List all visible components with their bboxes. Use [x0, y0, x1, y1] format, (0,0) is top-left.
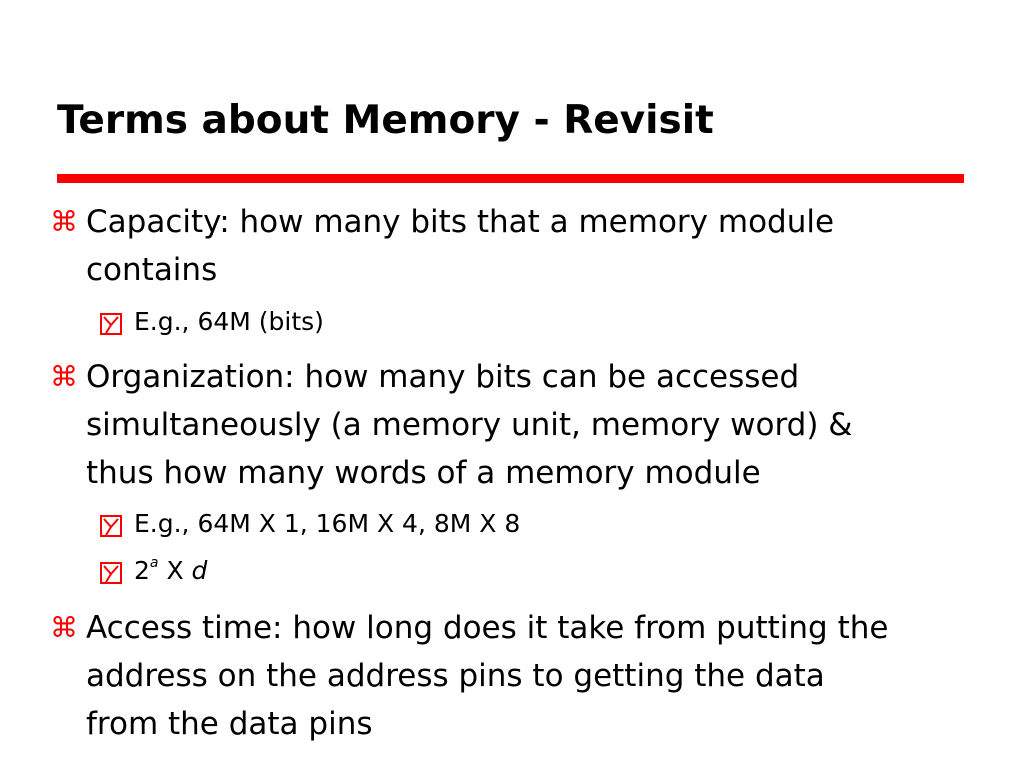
- bullet-line: thus how many words of a memory module: [86, 455, 761, 491]
- sub-bullet-formula: 2a X d: [100, 551, 980, 591]
- bullet-line: Organization: how many bits can be acces…: [86, 359, 800, 395]
- sub-bullet-text: E.g., 64M X 1, 16M X 4, 8M X 8: [134, 509, 521, 538]
- formula-base: 2: [134, 556, 150, 585]
- command-bullet-icon: ⌘: [50, 205, 78, 238]
- sub-bullet-organization-example: E.g., 64M X 1, 16M X 4, 8M X 8: [100, 504, 980, 544]
- formula-operator: X: [158, 556, 192, 585]
- bullet-line: simultaneously (a memory unit, memory wo…: [86, 407, 853, 443]
- checkbox-icon: [100, 515, 122, 537]
- bullet-line: address on the address pins to getting t…: [86, 658, 825, 694]
- bullet-line: from the data pins: [86, 706, 373, 742]
- slide-title: Terms about Memory - Revisit: [57, 98, 714, 143]
- formula-variable: d: [191, 556, 208, 585]
- bullet-access-time: ⌘ Access time: how long does it take fro…: [50, 604, 1010, 748]
- bullet-organization: ⌘ Organization: how many bits can be acc…: [50, 353, 1010, 497]
- title-underline: [57, 174, 964, 183]
- formula-exponent: a: [149, 555, 159, 571]
- sub-bullet-capacity-example: E.g., 64M (bits): [100, 302, 980, 342]
- command-bullet-icon: ⌘: [50, 611, 78, 644]
- checkbox-icon: [100, 313, 122, 335]
- bullet-line: Access time: how long does it take from …: [86, 610, 889, 646]
- command-bullet-icon: ⌘: [50, 360, 78, 393]
- bullet-line: Capacity: how many bits that a memory mo…: [86, 204, 835, 240]
- checkbox-icon: [100, 562, 122, 584]
- bullet-capacity: ⌘ Capacity: how many bits that a memory …: [50, 198, 1010, 294]
- sub-bullet-text: E.g., 64M (bits): [134, 307, 324, 336]
- formula-text: 2a X d: [134, 551, 980, 591]
- bullet-line: contains: [86, 252, 218, 288]
